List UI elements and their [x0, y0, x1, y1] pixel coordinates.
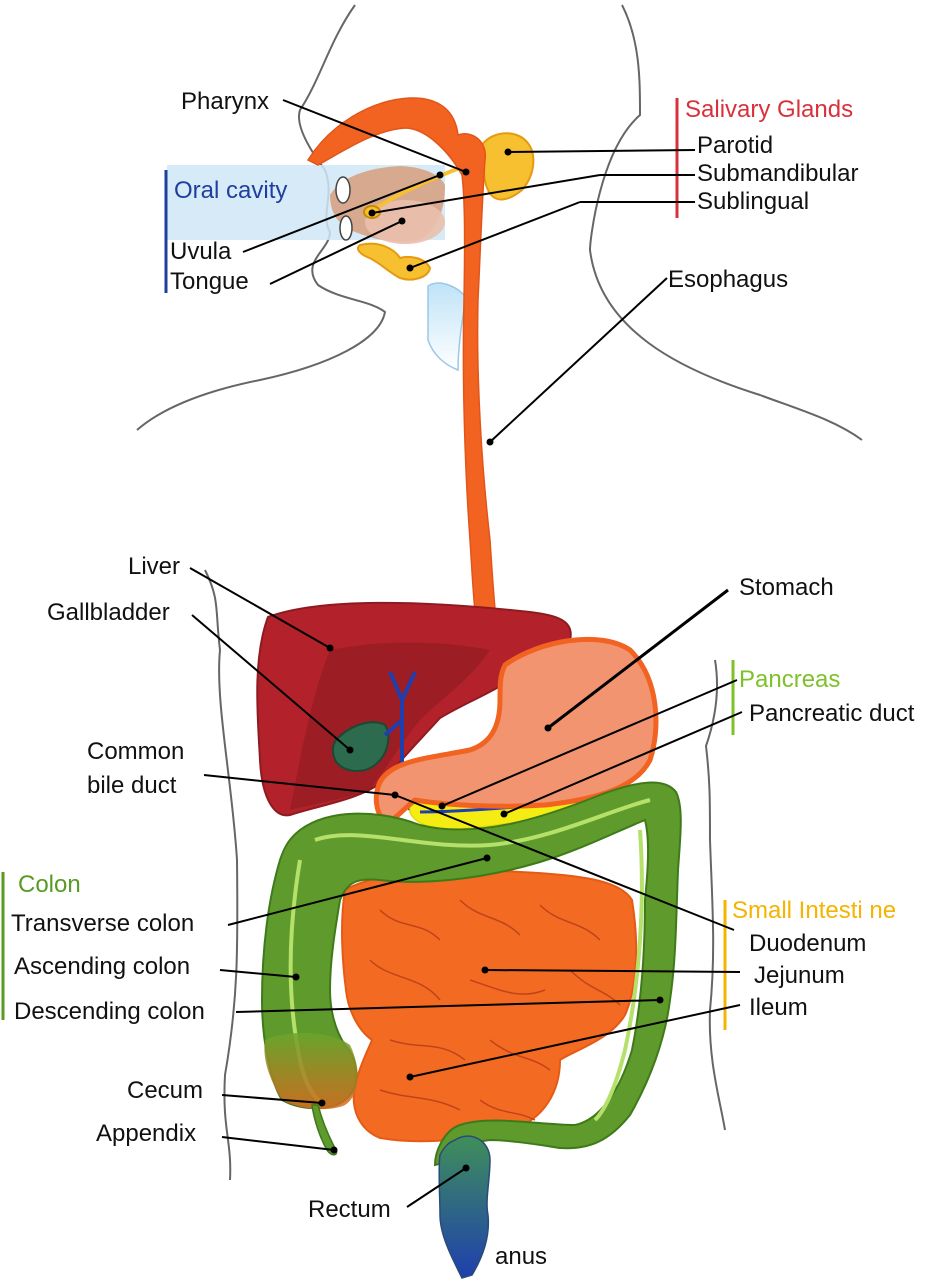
label-anus: anus [495, 1243, 547, 1270]
label-ileum: Ileum [749, 994, 808, 1021]
submandibular-gland [356, 242, 432, 281]
label-stomach: Stomach [739, 574, 834, 601]
salivary-glands-heading: Salivary Glands [685, 96, 853, 123]
colon-heading: Colon [18, 871, 81, 898]
label-jejunum: Jejunum [754, 962, 845, 989]
pancreas-heading: Pancreas [739, 666, 840, 693]
label-common-bile-duct-2: bile duct [87, 772, 177, 799]
label-sublingual: Sublingual [697, 188, 809, 215]
label-cecum: Cecum [127, 1077, 203, 1104]
label-appendix: Appendix [96, 1120, 196, 1147]
oral-cavity-heading: Oral cavity [174, 177, 287, 204]
label-ascending-colon: Ascending colon [14, 953, 190, 980]
stomach [373, 636, 659, 825]
label-duodenum: Duodenum [749, 930, 866, 957]
label-tongue: Tongue [170, 268, 249, 295]
label-rectum: Rectum [308, 1196, 391, 1223]
label-pancreatic-duct: Pancreatic duct [749, 700, 915, 727]
label-descending-colon: Descending colon [14, 998, 205, 1025]
leader-lines [189, 99, 743, 1208]
label-gallbladder: Gallbladder [47, 599, 170, 626]
lower-tooth [339, 215, 353, 241]
leader-dots [292, 148, 664, 1172]
label-esophagus: Esophagus [668, 266, 788, 293]
label-pharynx: Pharynx [181, 88, 269, 115]
liver-shade [290, 642, 490, 810]
label-liver: Liver [128, 553, 180, 580]
label-common-bile-duct-1: Common [87, 738, 184, 765]
gallbladder [331, 721, 390, 772]
upper-tooth [335, 176, 351, 204]
parotid-gland [478, 132, 535, 201]
label-uvula: Uvula [170, 238, 232, 265]
cecum [264, 1033, 358, 1110]
label-transverse-colon: Transverse colon [11, 910, 194, 937]
small-intestine-heading: Small Intesti ne [732, 897, 896, 924]
small-intestine-folds [369, 899, 621, 1121]
trachea [427, 282, 467, 372]
label-parotid: Parotid [697, 132, 773, 159]
label-submandibular: Submandibular [697, 160, 858, 187]
appendix [311, 1104, 338, 1156]
rectum [438, 1135, 491, 1279]
